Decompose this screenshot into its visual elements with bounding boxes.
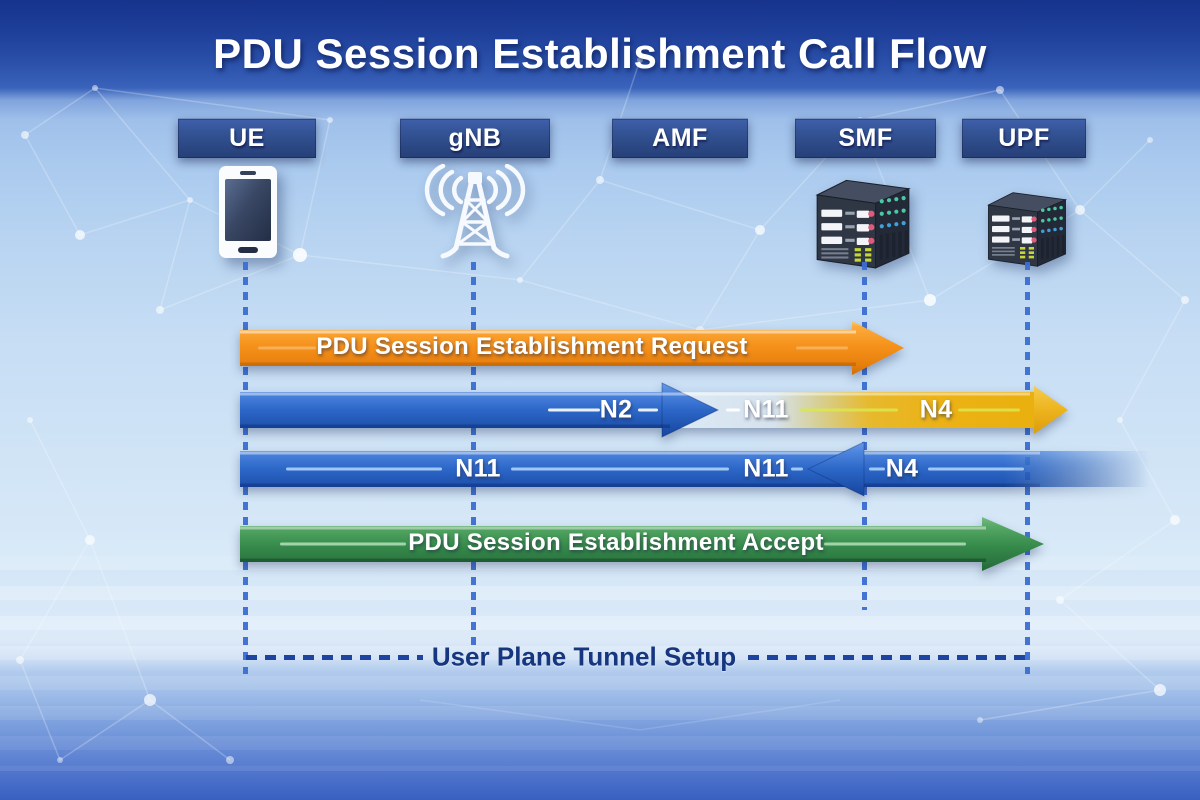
smartphone-icon <box>219 166 277 258</box>
arrow-pdu-accept <box>240 517 1044 571</box>
arrow-pdu-request <box>240 321 904 375</box>
phone-home-button <box>238 247 258 253</box>
entity-label-gnb: gNB <box>448 124 502 152</box>
entity-box-ue: UE <box>178 118 316 158</box>
entity-box-smf: SMF <box>795 118 936 158</box>
label-pdu-accept: PDU Session Establishment Accept <box>408 529 824 556</box>
lifeline-smf <box>862 262 867 610</box>
label-n11-left-a: N11 <box>455 454 501 483</box>
label-n11-right: N11 <box>743 395 789 424</box>
label-pdu-request: PDU Session Establishment Request <box>316 333 748 360</box>
tunnel-dashed-line-right <box>748 655 1029 660</box>
arrow-n2-n11-n4-right <box>240 382 1068 438</box>
arrow-n11-n4-left <box>240 441 1150 497</box>
label-n2: N2 <box>599 395 633 424</box>
entity-box-upf: UPF <box>962 118 1086 158</box>
radio-tower-icon <box>424 164 526 259</box>
server-rack-icon <box>987 192 1068 267</box>
label-n4-left: N4 <box>885 454 919 483</box>
label-n4-right: N4 <box>919 395 953 424</box>
entity-box-amf: AMF <box>612 118 748 158</box>
tunnel-dashed-line-left <box>246 655 423 660</box>
entity-label-ue: UE <box>229 124 265 152</box>
phone-speaker <box>240 171 256 175</box>
tunnel-label: User Plane Tunnel Setup <box>431 641 737 672</box>
phone-screen <box>225 179 271 241</box>
entity-label-smf: SMF <box>838 124 893 152</box>
entity-box-gnb: gNB <box>400 118 550 158</box>
server-rack-icon <box>815 179 911 269</box>
page-title: PDU Session Establishment Call Flow <box>213 30 987 77</box>
label-n11-left-b: N11 <box>743 454 789 483</box>
entity-label-amf: AMF <box>652 124 708 152</box>
entity-label-upf: UPF <box>998 124 1050 152</box>
